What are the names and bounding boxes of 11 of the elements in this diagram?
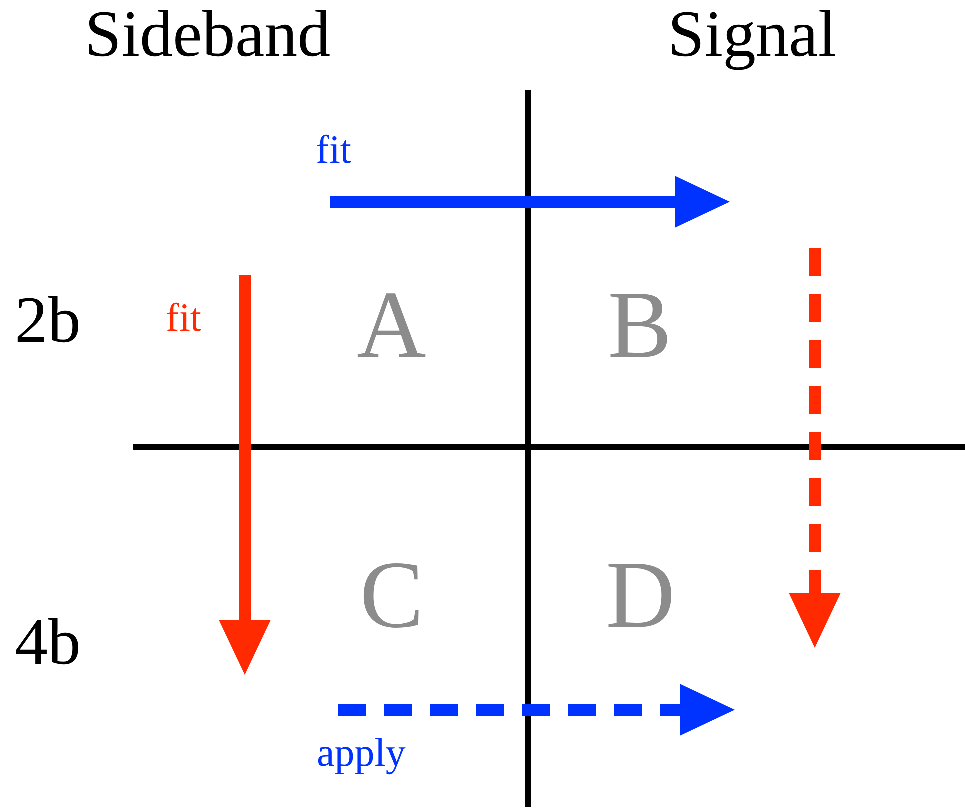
quadrant-letter: A	[357, 277, 426, 373]
quadrant-letter: D	[606, 547, 676, 643]
arrow-label: fit	[316, 130, 352, 170]
row-label: 4b	[15, 610, 81, 676]
column-heading: Signal	[668, 2, 837, 68]
row-label: 2b	[15, 288, 81, 354]
column-heading: Sideband	[85, 2, 331, 68]
quadrant-letter: B	[608, 277, 672, 373]
quadrant-letter: C	[360, 547, 424, 643]
arrow-label: fit	[166, 298, 202, 338]
arrow-label: apply	[317, 733, 406, 773]
